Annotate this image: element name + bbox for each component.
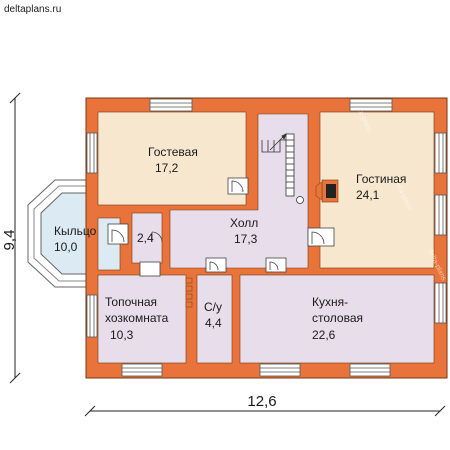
fireplace-icon — [315, 179, 339, 203]
room-guest-name: Гостевая — [148, 145, 198, 159]
room-kitchen — [239, 274, 435, 364]
room-guest-area: 17,2 — [155, 161, 179, 175]
room-living-area: 24,1 — [356, 188, 380, 202]
room-kitchen-area: 22,6 — [312, 328, 336, 342]
windows — [86, 98, 447, 377]
doors — [107, 177, 335, 277]
room-boiler — [97, 274, 187, 364]
site-label: deltaplans.ru — [4, 4, 61, 15]
room-boiler-name2: хозкомната — [105, 311, 169, 325]
room-living-name: Гостиная — [356, 172, 406, 186]
room-porch-name: Кыльцо — [54, 224, 97, 238]
room-small — [131, 212, 163, 264]
room-hall-area: 17,3 — [234, 232, 258, 246]
width-label: 12,6 — [247, 393, 276, 410]
room-labels: Гостевая 17,2 Гостиная 24,1 Холл 17,3 Кы… — [54, 145, 406, 342]
room-small-area: 2,4 — [137, 231, 154, 245]
room-boiler-name: Топочная — [105, 295, 157, 309]
room-hall — [169, 113, 309, 269]
height-label: 9,4 — [1, 230, 18, 251]
staircase — [261, 133, 304, 204]
room-kitchen-name2: столовая — [312, 311, 363, 325]
vent-shaft — [185, 277, 193, 308]
room-porch-area: 10,0 — [54, 240, 78, 254]
height-dimension — [9, 92, 21, 384]
room-kitchen-name: Кухня- — [312, 295, 348, 309]
room-wc-name: С/у — [204, 300, 222, 314]
porch-outline — [27, 179, 88, 288]
room-living — [319, 111, 435, 269]
room-wc-area: 4,4 — [205, 316, 222, 330]
room-hall-name: Холл — [230, 216, 258, 230]
room-guest — [97, 111, 247, 206]
width-dimension — [84, 405, 446, 417]
room-boiler-area: 10,3 — [110, 328, 134, 342]
room-wc — [196, 274, 233, 364]
